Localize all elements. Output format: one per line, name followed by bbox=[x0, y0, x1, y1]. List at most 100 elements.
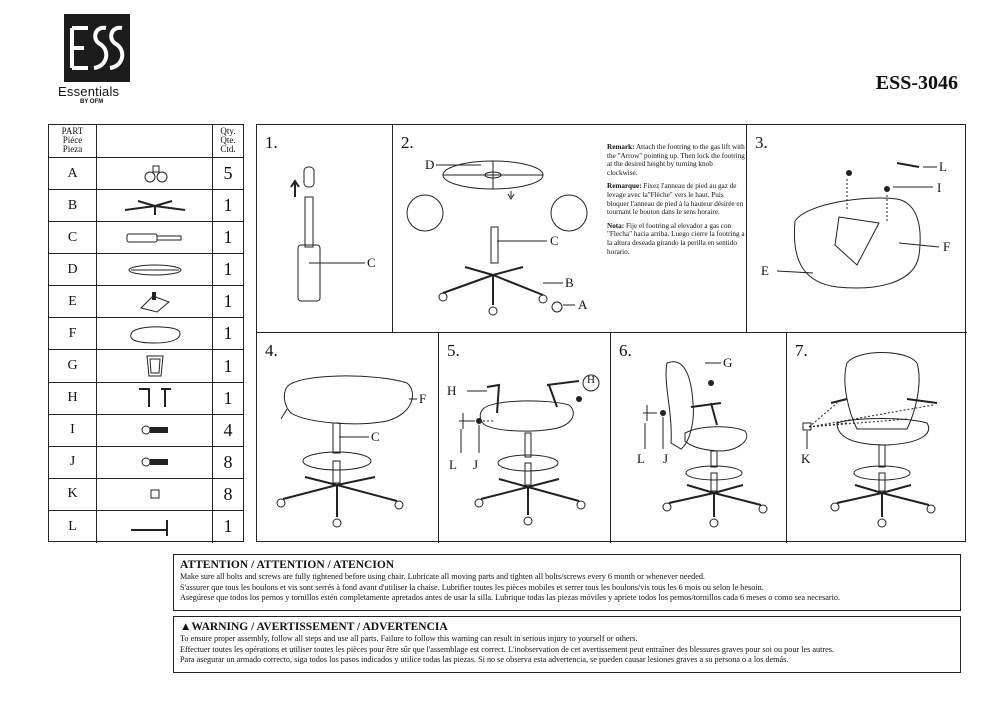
warning-notice: ▲WARNING / AVERTISSEMENT / ADVERTENCIA T… bbox=[173, 616, 961, 673]
step-number: 5. bbox=[447, 341, 460, 360]
part-qty: 5 bbox=[223, 163, 233, 184]
label-h-circle: H bbox=[587, 374, 595, 386]
step-6: 6. G L J bbox=[611, 333, 787, 543]
logo-sub: BY OFM bbox=[80, 99, 104, 105]
part-id: G bbox=[49, 350, 97, 382]
part-qty: 1 bbox=[223, 323, 233, 344]
part-qty: 8 bbox=[223, 483, 233, 504]
remark-en: Attach the footring to the gas lift with… bbox=[607, 143, 745, 177]
brand-logo: Essentials BY OFM bbox=[58, 14, 138, 105]
logo-name: Essentials bbox=[58, 84, 120, 99]
gas-lift-icon bbox=[97, 222, 213, 254]
part-qty: 1 bbox=[223, 516, 233, 537]
part-id: D bbox=[49, 254, 97, 286]
part-qty: 1 bbox=[223, 227, 233, 248]
step-3: 3. L I F E bbox=[747, 125, 967, 333]
part-id: F bbox=[49, 318, 97, 350]
attention-line-es: Asegúrese que todos los pernos y tornill… bbox=[180, 593, 841, 602]
step-number: 2. bbox=[401, 133, 414, 152]
back-icon bbox=[97, 350, 213, 382]
label-j: J bbox=[663, 451, 669, 466]
label-l: L bbox=[637, 451, 645, 466]
warning-title: ▲WARNING / AVERTISSEMENT / ADVERTENCIA bbox=[180, 621, 448, 633]
mechanism-icon bbox=[97, 286, 213, 318]
label-l: L bbox=[939, 159, 947, 174]
step-4: 4. F C bbox=[257, 333, 439, 543]
attention-line-fr: S'assurer que tous les boulons et vis so… bbox=[180, 582, 764, 592]
step-7: 7. K bbox=[787, 333, 967, 543]
part-id: J bbox=[49, 446, 97, 478]
step-number: 1. bbox=[265, 133, 278, 152]
armrest-install-drawing bbox=[459, 374, 600, 526]
attention-title: ATTENTION / ATTENTION / ATENCION bbox=[180, 559, 395, 571]
step-number: 6. bbox=[619, 341, 632, 360]
label-b: B bbox=[565, 275, 574, 290]
allen-key-icon bbox=[97, 510, 213, 543]
part-id: K bbox=[49, 478, 97, 510]
step-5: 5. H H L J bbox=[439, 333, 611, 543]
part-qty: 8 bbox=[223, 451, 233, 472]
part-id: E bbox=[49, 286, 97, 318]
step-1: 1. C bbox=[257, 125, 393, 333]
gas-lift-drawing bbox=[290, 166, 365, 302]
seat-on-base-drawing bbox=[276, 375, 417, 528]
remark-note: Remark: Attach the footring to the gas l… bbox=[607, 143, 745, 261]
part-qty: 1 bbox=[223, 259, 233, 280]
base-icon bbox=[97, 190, 213, 222]
label-d: D bbox=[425, 157, 435, 172]
warning-line-en: To ensure proper assembly, follow all st… bbox=[180, 634, 638, 643]
warning-line-es: Para asegurar un armado correcto, siga t… bbox=[180, 655, 789, 664]
remark-fr-title: Remarque: bbox=[607, 182, 642, 191]
header-piece: Piéce bbox=[62, 135, 83, 145]
armrest-icon bbox=[97, 382, 213, 414]
cap-icon bbox=[97, 478, 213, 510]
part-qty: 1 bbox=[223, 387, 233, 408]
label-e: E bbox=[761, 263, 769, 278]
header-part: PART bbox=[61, 126, 84, 136]
label-c: C bbox=[367, 255, 376, 270]
step-number: 4. bbox=[265, 341, 278, 360]
seat-mechanism-drawing bbox=[776, 162, 940, 289]
label-l: L bbox=[449, 457, 457, 472]
header-qte: Qte. bbox=[220, 135, 236, 145]
base-footring-drawing bbox=[406, 160, 588, 316]
footring-icon bbox=[97, 254, 213, 286]
model-number: ESS-3046 bbox=[875, 72, 958, 94]
parts-table-header: PART Piéce Pieza Qty. Qte. Ctd. bbox=[49, 125, 243, 158]
part-qty: 1 bbox=[223, 291, 233, 312]
remark-es-title: Nota: bbox=[607, 221, 625, 230]
backrest-install-drawing bbox=[643, 361, 768, 528]
remark-en-title: Remark: bbox=[607, 143, 635, 151]
step-number: 3. bbox=[755, 133, 768, 152]
label-i: I bbox=[937, 180, 942, 195]
warning-line-fr: Effectuer toutes les opérations et utili… bbox=[180, 644, 834, 654]
part-id: L bbox=[49, 510, 97, 543]
part-id: C bbox=[49, 222, 97, 254]
part-qty: 1 bbox=[223, 195, 233, 216]
bolt-icon bbox=[97, 446, 213, 478]
label-f: F bbox=[943, 239, 951, 254]
label-c: C bbox=[371, 429, 380, 444]
seat-icon bbox=[97, 318, 213, 350]
step-2: 2. D C B A Remark: Attach the footring t… bbox=[393, 125, 747, 333]
logo-mark bbox=[64, 14, 130, 82]
assembly-steps: 1. C 2. bbox=[256, 124, 967, 543]
part-id: A bbox=[49, 158, 97, 190]
attention-notice: ATTENTION / ATTENTION / ATENCION Make su… bbox=[173, 554, 961, 611]
part-id: B bbox=[49, 190, 97, 222]
part-qty: 1 bbox=[223, 355, 233, 376]
remark-fr: Fixez l'anneau de pied au gaz de levage … bbox=[607, 182, 744, 217]
